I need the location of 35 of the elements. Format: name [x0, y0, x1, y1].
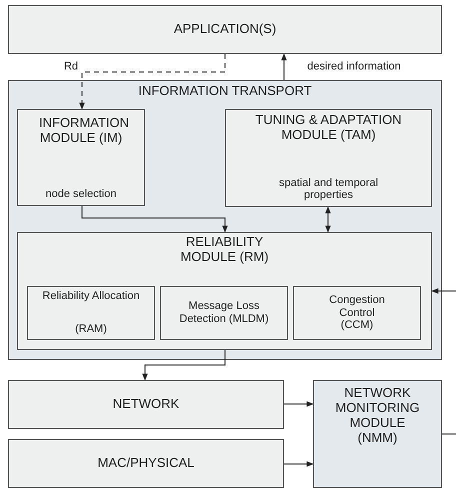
module-title: NETWORK MONITORING MODULE (NMM)	[334, 386, 421, 446]
module-title: MAC/PHYSICAL	[96, 456, 196, 471]
module-box	[313, 380, 442, 488]
arrow	[281, 53, 287, 80]
module-title: TUNING & ADAPTATION MODULE (TAM)	[254, 113, 403, 143]
arrow	[431, 288, 456, 294]
edge-label: desired information	[305, 62, 403, 72]
module-box	[8, 80, 442, 360]
module-title: INFORMATION TRANSPORT	[137, 84, 313, 99]
module-title: Congestion Control (CCM)	[328, 294, 386, 332]
arrow	[284, 401, 314, 407]
module-title: RELIABILITY MODULE (RM)	[179, 235, 270, 265]
module-box	[17, 232, 432, 350]
module-title: APPLICATION(S)	[172, 22, 278, 37]
module-box	[293, 286, 421, 340]
module-title: NETWORK	[112, 397, 180, 412]
arrow	[325, 206, 331, 233]
module-note: spatial and temporal properties	[278, 176, 380, 202]
module-title: Message Loss Detection (MLDM)	[178, 300, 270, 326]
module-note: (RAM)	[74, 323, 108, 336]
arrow	[142, 350, 226, 381]
module-box	[8, 380, 284, 429]
module-title: INFORMATION MODULE (IM)	[38, 116, 127, 146]
edge-label: Rd	[62, 62, 80, 72]
module-box	[160, 286, 288, 340]
arrow	[284, 461, 314, 467]
arrow	[82, 206, 228, 233]
module-box	[8, 5, 442, 54]
module-box	[27, 286, 155, 340]
module-box	[17, 109, 145, 206]
module-box	[225, 109, 432, 207]
module-title: Reliability Allocation	[41, 290, 141, 303]
module-box	[8, 439, 284, 488]
arrow	[79, 54, 226, 110]
module-note: node selection	[44, 188, 118, 201]
